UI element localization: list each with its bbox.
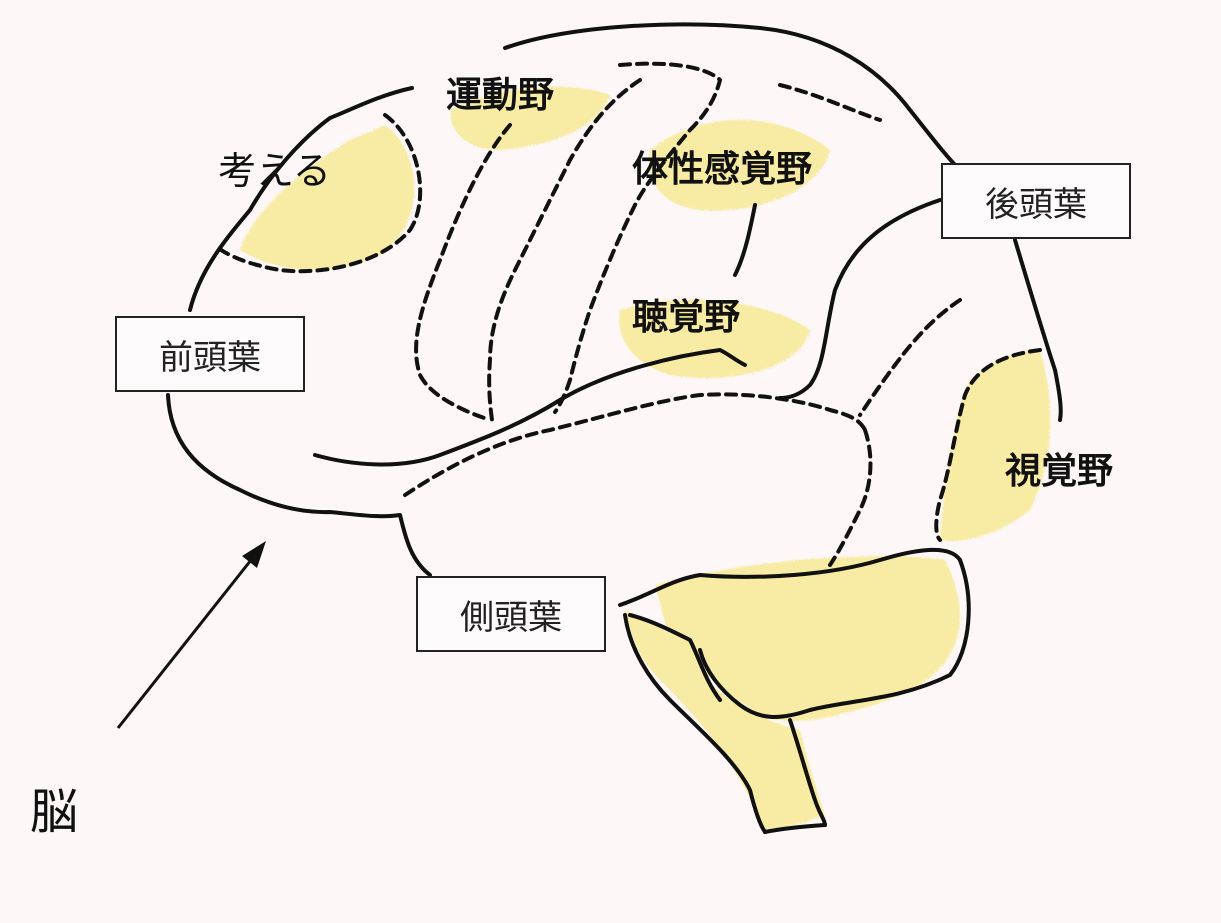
brain-label: 脳 (30, 784, 79, 840)
frontal-lobe-label: 前頭葉 (159, 337, 261, 378)
back-contour (1013, 238, 1063, 422)
central-line-solid (733, 203, 757, 277)
cerebrum-contour (166, 86, 432, 577)
central-sulcus (553, 61, 723, 414)
brain-outline (166, 22, 1063, 834)
dashed-boundaries (213, 61, 1042, 567)
somatosensory-area-highlight (649, 120, 830, 211)
somatosensory-label: 体性感覚野 (632, 149, 813, 190)
brain-arrow (116, 541, 266, 729)
motor-area-label: 運動野 (446, 75, 555, 116)
top-dashed (778, 83, 882, 122)
visual-boundary (934, 348, 1042, 542)
auditory-label: 聴覚野 (632, 297, 741, 338)
cerebellum-bottom (698, 558, 971, 719)
occipital-dashed (858, 298, 962, 417)
thinking-area-boundary (213, 113, 423, 274)
thinking-area-highlight (240, 125, 415, 270)
thinking-label: 考える (218, 149, 331, 193)
cerebellum-top (618, 547, 962, 607)
motor-line-front (414, 123, 512, 422)
visual-area-highlight (940, 350, 1051, 542)
highlight-areas (240, 86, 1051, 830)
brainstem-right (788, 718, 827, 827)
frontal-lobe-box: 前頭葉 (115, 316, 305, 392)
brainstem-base (763, 823, 827, 834)
motor-area-highlight (450, 86, 610, 150)
brainstem-left (623, 613, 767, 834)
temporal-lobe-box: 側頭葉 (416, 576, 606, 652)
cerebellum-highlight (655, 556, 960, 722)
parieto-occipital-line (778, 198, 942, 400)
occipital-lobe-box: 後頭葉 (941, 163, 1131, 239)
occipital-lobe-label: 後頭葉 (985, 184, 1087, 225)
motor-line-back (487, 78, 642, 422)
cerebellum-inner (628, 613, 722, 702)
temporal-lobe-label: 側頭葉 (460, 597, 562, 638)
temporal-upper (403, 392, 867, 497)
top-contour (503, 22, 962, 172)
temporal-right (828, 428, 873, 567)
brainstem-highlight (625, 610, 825, 830)
visual-label: 視覚野 (1005, 451, 1114, 492)
